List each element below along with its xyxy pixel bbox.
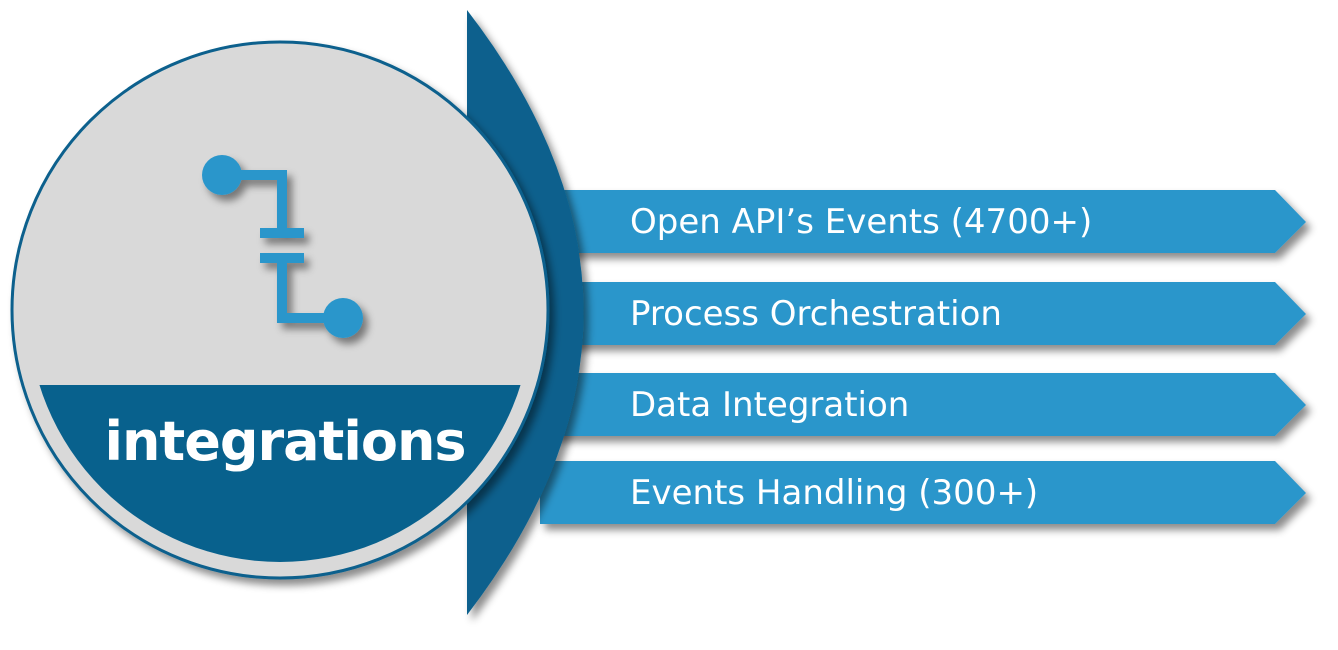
banner-3 [540,373,1306,436]
banner-label-events-handling: Events Handling (300+) [630,473,1039,513]
integration-connector-icon [202,155,363,338]
banner-label-process-orchestration: Process Orchestration [630,294,1002,334]
banners [540,190,1306,524]
banner-4 [540,461,1306,524]
banner-1 [540,190,1306,253]
banner-label-open-api-events: Open API’s Events (4700+) [630,202,1093,242]
banner-2 [540,282,1306,345]
title-label: integrations [104,410,466,473]
banner-label-data-integration: Data Integration [630,385,910,425]
